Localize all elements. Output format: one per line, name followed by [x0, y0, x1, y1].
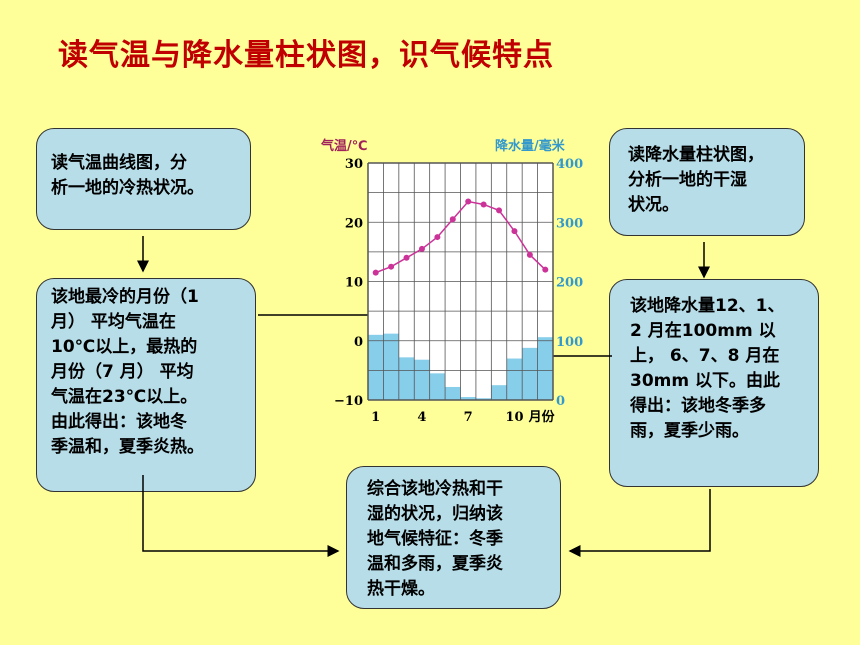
x-tick-label: 1 — [371, 410, 380, 425]
temperature-point — [542, 266, 549, 273]
right-axis-title: 降水量/毫米 — [495, 138, 566, 154]
precipitation-analysis-box: 该地降水量12、1、 2 月在100mm 以 上， 6、7、8 月在 30mm … — [609, 279, 819, 487]
temperature-point — [511, 228, 518, 235]
precipitation-bar — [491, 385, 507, 400]
x-unit-label: 月份 — [528, 409, 556, 425]
conclusion-box: 综合该地冷热和干 湿的状况，归纳该 地气候特征：冬季 温和多雨，夏季炎 热干燥。 — [346, 466, 561, 609]
precipitation-bar — [429, 373, 446, 400]
temperature-point — [388, 263, 395, 270]
precipitation-instruction-box: 读降水量柱状图， 分析一地的干湿 状况。 — [609, 128, 805, 236]
left-tick-label: 30 — [345, 157, 363, 172]
left-axis-title: 气温/℃ — [321, 138, 368, 154]
right-tick-label: 200 — [556, 276, 583, 291]
right-tick-label: 100 — [556, 335, 583, 350]
precipitation-bar — [445, 386, 461, 400]
temperature-point — [496, 207, 503, 214]
left-tick-label: 20 — [345, 216, 363, 231]
temperature-point — [465, 198, 472, 205]
temperature-point — [418, 245, 425, 252]
temperature-instruction-box: 读气温曲线图，分 析一地的冷热状况。 — [36, 128, 251, 230]
temperature-point — [449, 216, 456, 223]
precipitation-bar — [537, 337, 553, 400]
precipitation-bar — [368, 334, 384, 400]
precipitation-bar — [475, 398, 492, 400]
right-tick-label: 0 — [556, 394, 565, 409]
temperature-point — [526, 251, 533, 258]
arrow-midright-to-bottom — [568, 489, 711, 557]
temperature-point — [480, 201, 487, 208]
temperature-point — [434, 234, 441, 241]
precipitation-bar — [398, 357, 415, 400]
precipitation-bar — [522, 347, 538, 400]
temperature-analysis-box: 该地最冷的月份（1 月） 平均气温在 10℃以上，最热的 月份（7 月） 平均 … — [36, 278, 256, 492]
left-tick-label: 0 — [354, 335, 363, 350]
x-tick-label: 10 — [505, 410, 523, 425]
x-tick-label: 7 — [464, 410, 473, 425]
right-tick-label: 300 — [556, 216, 583, 231]
temperature-point — [372, 269, 379, 276]
page-title: 读气温与降水量柱状图，识气候特点 — [58, 38, 554, 73]
left-tick-label: −10 — [334, 394, 363, 409]
right-tick-label: 400 — [556, 157, 583, 172]
arrow-midleft-to-bottom — [142, 475, 340, 557]
precipitation-bar — [383, 333, 399, 400]
left-tick-label: 10 — [345, 276, 363, 291]
precipitation-bar — [460, 397, 476, 400]
x-tick-label: 4 — [417, 410, 426, 425]
precipitation-bar — [414, 359, 430, 400]
precipitation-bar — [506, 358, 523, 400]
temperature-point — [403, 254, 410, 261]
